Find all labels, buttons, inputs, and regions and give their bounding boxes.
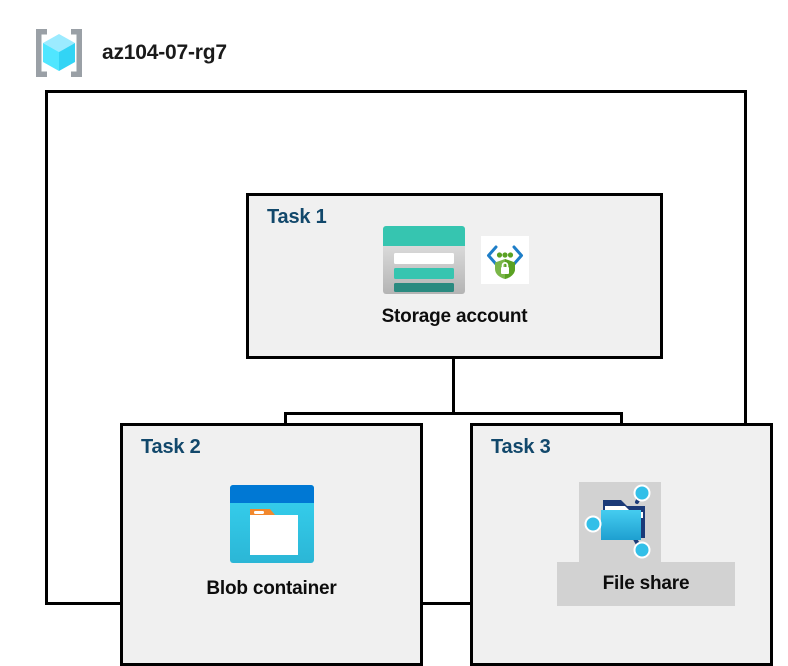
secure-endpoint-shield-icon <box>480 236 529 284</box>
task-2-resource-name: Blob container <box>206 578 337 599</box>
blob-container-icon <box>228 483 316 565</box>
task-3-resource-name-wrap: File share <box>557 562 735 606</box>
connector-horizontal-bus <box>284 412 623 415</box>
task-2-box: Task 2 <box>120 423 423 666</box>
task-2-icon-row <box>123 478 420 570</box>
resource-group-cube-icon <box>30 25 88 81</box>
resource-group-name: az104-07-rg7 <box>102 41 227 64</box>
file-share-icon <box>579 482 661 562</box>
task-3-resource-name: File share <box>602 573 690 594</box>
task-1-resource-name: Storage account <box>381 306 528 327</box>
task-3-box: Task 3 <box>470 423 773 666</box>
task-2-label: Task 2 <box>141 436 201 458</box>
task-1-label: Task 1 <box>267 206 327 228</box>
storage-account-icon <box>381 224 467 296</box>
task-1-icon-row <box>249 222 660 298</box>
file-share-text-highlight <box>557 562 735 606</box>
resource-group-header: az104-07-rg7 <box>30 24 227 82</box>
task-1-box: Task 1 <box>246 193 663 359</box>
connector-storage-to-bus <box>452 359 455 414</box>
task-3-label: Task 3 <box>491 436 551 458</box>
resource-group-container: Task 1 <box>45 90 773 666</box>
